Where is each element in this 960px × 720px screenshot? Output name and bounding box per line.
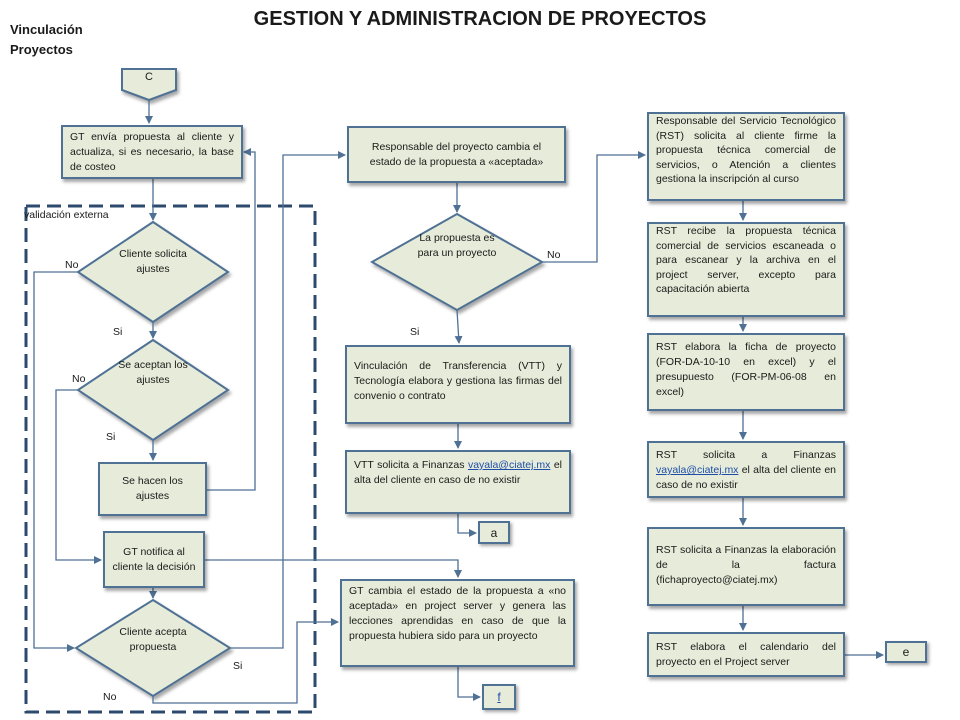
flow-acepta-si <box>230 151 346 649</box>
flow-hacen-to-gt <box>207 148 256 491</box>
label-no-acepta: No <box>103 691 117 703</box>
step-gt-marks-not-accepted: GT cambia el estado de la propuesta a «n… <box>340 579 575 667</box>
label-no-aceptan: No <box>72 373 86 385</box>
start-connector-shape <box>121 68 177 102</box>
decision-is-project-text: La propuesta es para un proyecto <box>417 232 497 259</box>
label-si-solicita: Si <box>113 326 123 338</box>
connector-a: a <box>478 521 510 544</box>
step-responsible-changes-status: Responsable del proyecto cambia el estad… <box>347 126 566 183</box>
flow-aceptan-no <box>55 389 102 564</box>
page-subtitle: Vinculación Proyectos <box>10 22 83 57</box>
decision-is-project <box>369 212 545 312</box>
step-vtt-requests-client-registration: VTT solicita a Finanzas vayala@ciatej.mx… <box>345 450 571 514</box>
label-si-aceptan: Si <box>106 431 116 443</box>
step-rst-receives-proposal: RST recibe la propuesta técnica comercia… <box>647 222 845 317</box>
flow-solicita-no <box>33 271 78 652</box>
flow-decision-no <box>542 151 646 263</box>
finance-email-link[interactable]: vayala@ciatej.mx <box>467 459 551 471</box>
step-rst-project-calendar: RST elabora el calendario del proyecto e… <box>647 632 845 677</box>
decision-adjustments-accepted <box>76 338 230 442</box>
step-vtt-manages-signatures: Vinculación de Transferencia (VTT) y Tec… <box>345 345 571 424</box>
step-rst-requests-signature: Responsable del Servicio Tecnológico (RS… <box>647 112 845 201</box>
flow-decision-si <box>454 309 463 344</box>
connector-f-link[interactable]: f <box>482 684 516 710</box>
decision-client-accepts-proposal-text: Cliente acepta propuesta <box>119 626 187 653</box>
flow-gtcambia-to-f <box>457 667 481 701</box>
step-rst-requests-invoice: RST solicita a Finanzas la elaboración d… <box>647 527 845 606</box>
rst-request-text-end: el alta del cliente en caso de no existi… <box>656 464 836 491</box>
page-title: GESTION Y ADMINISTRACION DE PROYECTOS <box>253 8 707 30</box>
external-validation-group <box>24 204 317 714</box>
rst-request-text: RST solicita a Finanzas <box>656 449 836 461</box>
vtt-request-text: VTT solicita a Finanzas <box>354 459 465 471</box>
step-rst-requests-client-registration: RST solicita a Finanzas vayala@ciatej.mx… <box>647 441 845 498</box>
label-no-proyecto: No <box>547 249 561 261</box>
flow-vtt-to-a <box>457 513 477 537</box>
decision-client-requests-adjustments-text: Cliente solicita ajustes <box>119 248 187 275</box>
vtt-request-text-end: el alta del cliente en caso de no existi… <box>354 459 563 486</box>
step-gt-sends-proposal: GT envía propuesta al cliente y actualiz… <box>61 125 243 179</box>
label-si-acepta: Si <box>233 660 243 672</box>
step-gt-notifies-client: GT notifica al cliente la decisión <box>103 531 205 588</box>
flow-acepta-no <box>152 618 339 704</box>
step-rst-project-sheet: RST elabora la ficha de proyecto (FOR-DA… <box>647 333 845 411</box>
label-no-solicita: No <box>65 259 79 271</box>
finance-email-link-2[interactable]: vayala@ciatej.mx <box>656 464 739 476</box>
start-connector-label: C <box>145 71 153 83</box>
flow-notifica-to-gt-cambia <box>205 559 462 578</box>
connector-e: e <box>885 641 927 663</box>
label-si-proyecto: Si <box>410 326 420 338</box>
step-make-adjustments: Se hacen los ajustes <box>98 462 207 516</box>
external-validation-label: validación externa <box>24 209 109 221</box>
decision-adjustments-accepted-text: Se aceptan los ajustes <box>118 359 188 386</box>
